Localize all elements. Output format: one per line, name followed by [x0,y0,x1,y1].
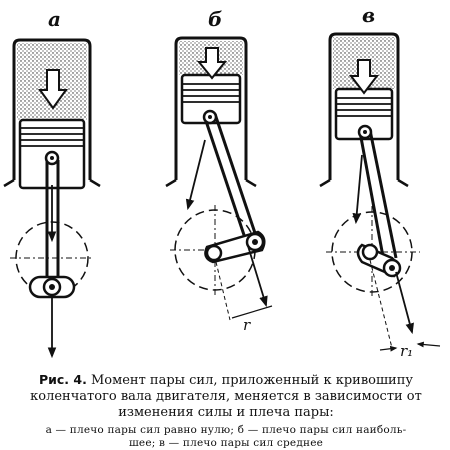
panel-c-letter: в [362,3,375,27]
caption-note-1: а — плечо пары сил равно нулю; б — плечо… [45,424,407,436]
engine-diagram: а б [3,3,441,360]
panel-b-letter: б [208,7,222,31]
panel-a: а [3,7,101,359]
lever-arm-label-r: r [243,316,251,334]
panel-b: б r [165,7,273,334]
figure-number: Рис. 4. [38,372,87,387]
caption-text-1: Момент пары сил, приложенный к кривошипу [90,373,414,388]
caption-line-2: коленчатого вала двигателя, меняется в з… [30,389,422,404]
figure-caption: Рис. 4. Момент пары сил, приложенный к к… [8,372,444,450]
lever-arm-label-r1: r₁ [400,342,413,360]
caption-line-1: Рис. 4. Момент пары сил, приложенный к к… [8,372,444,389]
caption-line-3: изменения силы и плеча пары: [118,405,334,420]
panel-a-letter: а [48,7,61,31]
caption-note-2: шее; в — плечо пары сил среднее [128,437,324,449]
panel-c: в r₁ [319,3,441,360]
